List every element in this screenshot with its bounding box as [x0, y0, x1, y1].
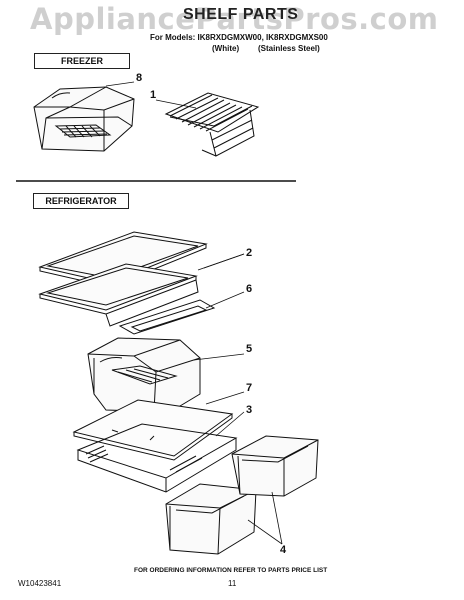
crisper-bin-left-drawing: [165, 483, 257, 555]
crisper-glass-drawing: [72, 399, 234, 461]
wire-shelf-drawing: [164, 92, 260, 157]
callout-8: 8: [136, 72, 143, 84]
crisper-bin-right-drawing: [231, 435, 319, 497]
refrigerator-section-label: REFRIGERATOR: [33, 193, 129, 209]
watermark: AppliancePartsPros.com: [30, 2, 439, 36]
callout-7: 7: [246, 382, 253, 394]
freezer-basket-drawing: [33, 86, 135, 152]
crisper-cover-frame-drawing: [118, 299, 216, 335]
crisper-cover-drawing: [76, 423, 238, 493]
callout-2: 2: [246, 247, 253, 259]
freezer-section-label: FREEZER: [34, 53, 130, 69]
deli-drawer-drawing: [87, 337, 201, 413]
leader-lines: [105, 81, 283, 545]
models-line: For Models: IK8RXDGMXW00, IK8RXDGMXS00: [150, 33, 328, 42]
callout-4: 4: [280, 544, 287, 556]
callout-6: 6: [246, 283, 253, 295]
ordering-note: FOR ORDERING INFORMATION REFER TO PARTS …: [134, 567, 328, 574]
callout-1: 1: [150, 89, 157, 101]
document-number: W10423841: [18, 579, 62, 588]
variant-steel-label: (Stainless Steel): [258, 44, 320, 53]
callout-3: 3: [246, 404, 253, 416]
page-title: SHELF PARTS: [183, 6, 299, 23]
glass-shelf-lower-drawing: [38, 263, 199, 327]
variant-white-label: (White): [212, 44, 240, 53]
page-number: 11: [228, 579, 237, 588]
callout-5: 5: [246, 343, 253, 355]
